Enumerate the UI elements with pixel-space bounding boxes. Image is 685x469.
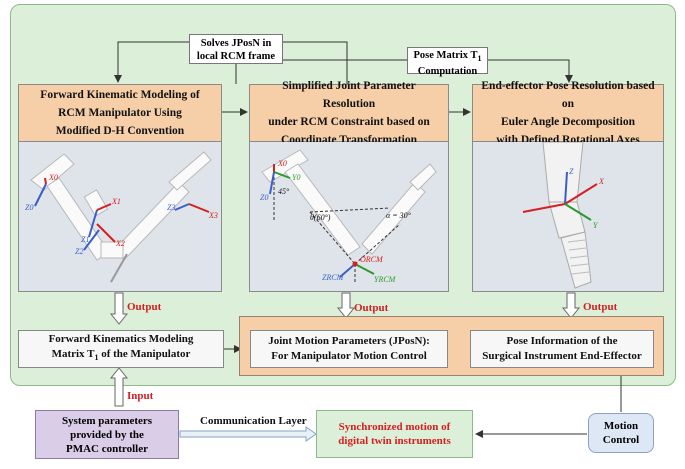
axis-label: X0 [48, 173, 58, 182]
link-2 [113, 181, 190, 261]
panel2-robot-illustration: X0 Y0 Z0 45° θ(60°) α = 30° ZRCM YRCM OR… [249, 142, 449, 292]
input-arrow [109, 367, 129, 407]
axis-label: Z2 [75, 247, 83, 256]
output-label-1: Output [127, 301, 162, 313]
angle-label: θ(60°) [310, 213, 331, 222]
fk-matrix-box: Forward Kinematics Modeling Matrix T1 of… [18, 330, 224, 368]
axis-label: ZRCM [322, 273, 345, 282]
joint-motion-box: Joint Motion Parameters (JPosN):For Mani… [250, 330, 448, 368]
axis-label: X2 [115, 239, 125, 248]
pose-matrix-note: Pose Matrix T1 Computation [407, 47, 488, 77]
joint-2 [100, 241, 124, 259]
input-label: Input [127, 390, 154, 402]
axis-label: ORCM [360, 255, 384, 264]
communication-arrow [179, 426, 317, 442]
axis-label: Z [569, 167, 574, 176]
output-arrow-3 [561, 292, 581, 319]
link-3 [409, 163, 437, 191]
rcm-point [352, 261, 358, 267]
link-2 [361, 181, 426, 255]
instrument-wrist [548, 201, 586, 239]
output-label-3: Output [583, 301, 618, 313]
axis-label: X [598, 177, 605, 186]
instrument-jaw [560, 231, 592, 289]
axis-label: X3 [208, 211, 218, 220]
output-label-2: Output [354, 302, 389, 314]
output-arrow-1 [109, 292, 129, 325]
axis-label: YRCM [374, 275, 397, 284]
axis-label: Z0 [25, 203, 33, 212]
panel1-robot-svg: X0 Z0 X1 X2 Z1 Z2 X3 Z3 [25, 151, 218, 283]
panel1-robot-illustration: X0 Z0 X1 X2 Z1 Z2 X3 Z3 [18, 142, 222, 292]
instrument-body [542, 142, 584, 203]
panel3-instrument-illustration: X Y Z [472, 142, 664, 292]
angle-label: 45° [278, 187, 290, 196]
solves-note-text: Solves JPosN in local RCM frame [196, 38, 276, 62]
communication-layer-label: Communication Layer [200, 415, 307, 427]
output-arrow-2 [336, 292, 356, 319]
axis-label: Z3 [167, 203, 175, 212]
axis-label: X0 [277, 159, 287, 168]
axis-label: Y [593, 221, 599, 230]
joint-1 [83, 189, 109, 217]
axis-label: Y0 [292, 173, 300, 182]
pose-matrix-note-line1: Pose Matrix T1 [413, 50, 482, 64]
solves-note: Solves JPosN in local RCM frame [189, 34, 283, 64]
solves-connector [283, 41, 348, 84]
axis-label: Z0 [260, 193, 268, 202]
link-3 [168, 151, 212, 191]
fk-matrix-line2: Matrix T1 of the Manipulator [51, 348, 191, 363]
solves-connector-left [114, 41, 189, 83]
pose-matrix-note-line2: Computation [417, 66, 478, 78]
pose-connector-right [488, 59, 573, 83]
angle-label: α = 30° [386, 211, 412, 220]
link-0 [30, 153, 75, 191]
instrument-shaft [110, 253, 128, 283]
fk-matrix-line1: Forward Kinematics Modeling [48, 333, 194, 346]
panel3-instrument-svg: X Y Z [522, 142, 605, 289]
axis-label: Z1 [81, 235, 89, 244]
link-1 [284, 163, 361, 256]
axis-label: X1 [111, 197, 121, 206]
panel2-robot-svg: X0 Y0 Z0 45° θ(60°) α = 30° ZRCM YRCM OR… [260, 149, 437, 284]
